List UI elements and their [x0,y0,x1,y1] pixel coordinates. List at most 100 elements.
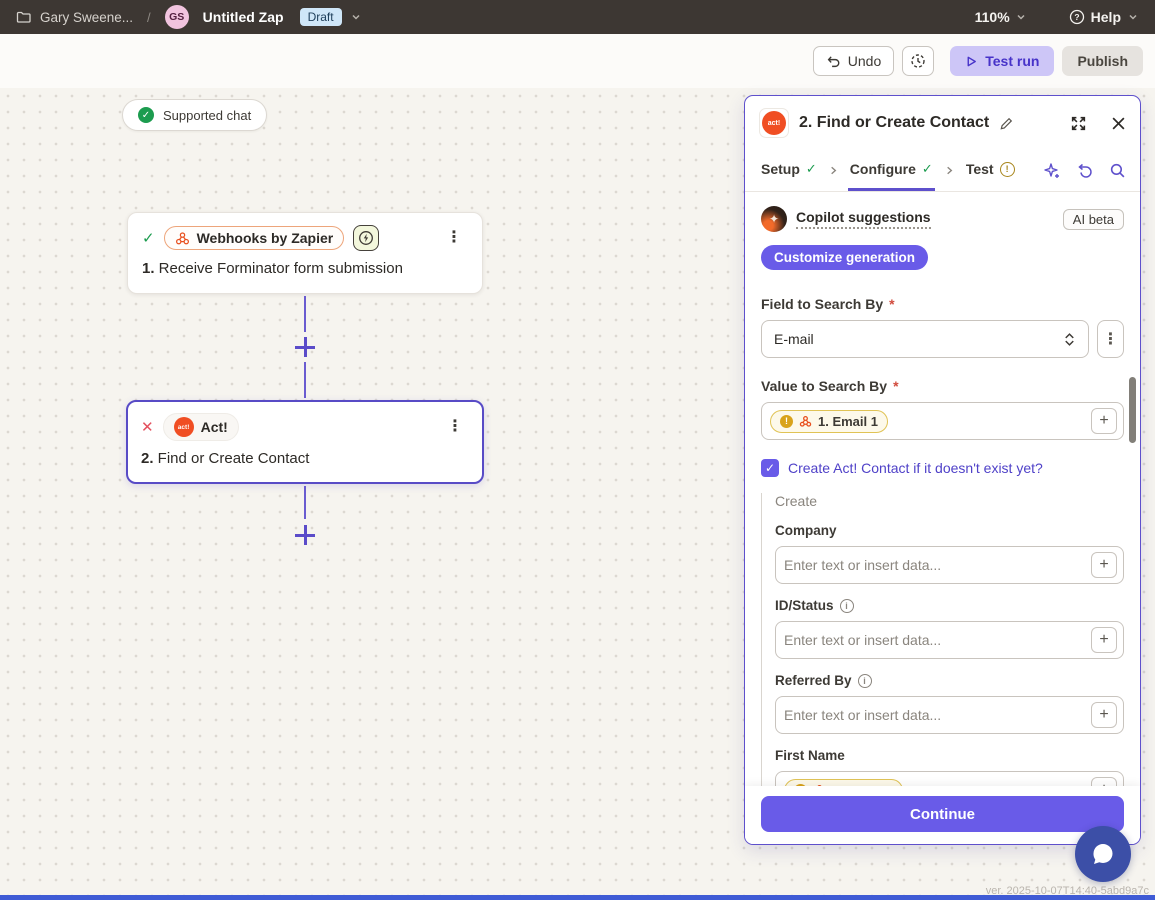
company-text-input[interactable] [784,557,1083,573]
tab-test[interactable]: Test ! [964,150,1017,191]
chat-widget-button[interactable] [1075,826,1131,882]
add-step-button[interactable] [295,525,315,545]
step-config-panel: act! 2. Find or Create Contact Setup ✓ C… [744,95,1141,845]
breadcrumb-folder[interactable]: Gary Sweene... [40,9,134,25]
node-menu-kebab-icon[interactable]: ⋮ [447,418,463,435]
connector-line [304,486,306,519]
step-node-act[interactable]: ✕ act! Act! ⋮ 2. Find or Create Contact [126,400,484,484]
webhook-icon [813,784,826,786]
id-status-label: ID/Status i [775,598,1124,613]
warning-icon: ! [999,161,1015,177]
supported-chat-badge[interactable]: ✓ Supported chat [122,99,268,131]
history-button[interactable] [902,46,935,76]
add-step-button[interactable] [295,337,315,357]
insert-data-plus-button[interactable]: + [1091,408,1117,434]
mapped-field-chip[interactable]: ! 1. Name 1 [784,778,903,787]
editor-toolbar: Undo Test run Publish [812,46,1143,76]
insert-data-plus-button[interactable]: + [1091,702,1117,728]
first-name-input[interactable]: ! 1. Name 1 + [775,771,1124,786]
checkbox-label: Create Act! Contact if it doesn't exist … [788,460,1043,476]
ai-sparkle-icon[interactable] [1043,162,1061,180]
checkbox-checked-icon[interactable]: ✓ [761,459,779,477]
mapped-field-chip[interactable]: ! 1. Email 1 [770,409,888,433]
check-icon: ✓ [805,161,817,176]
step-error-x-icon: ✕ [141,419,154,436]
required-asterisk: * [889,296,895,312]
webhook-icon [175,231,190,246]
chevron-right-icon [944,165,955,176]
create-section-header: Create [775,493,818,509]
step-node-webhooks[interactable]: ✓ Webhooks by Zapier ⋮ 1. Receive Formin… [127,212,483,294]
id-status-text-input[interactable] [784,632,1083,648]
ai-beta-badge: AI beta [1062,208,1124,230]
copilot-suggestions-link[interactable]: Copilot suggestions [796,209,931,229]
referred-by-label: Referred By i [775,673,1124,688]
expand-icon[interactable] [1070,115,1087,132]
panel-scrollbar[interactable] [1129,377,1136,443]
chip-label: 1. Email 1 [818,413,878,429]
step-title: 2. Find or Create Contact [141,450,310,467]
id-status-input[interactable]: + [775,621,1124,659]
help-menu[interactable]: ? Help [1069,9,1139,25]
chevron-down-icon [1127,11,1139,23]
copilot-icon: ✦ [761,206,787,232]
check-circle-icon: ✓ [138,107,154,123]
app-pill-act[interactable]: act! Act! [162,413,239,441]
timer-icon [910,53,926,69]
draft-badge: Draft [299,8,342,26]
undo-label: Undo [847,53,882,69]
check-icon: ✓ [921,161,933,176]
instant-trigger-icon[interactable] [353,225,380,251]
bottom-accent-bar [0,895,1155,900]
field-to-search-label: Field to Search By* [761,296,895,312]
question-circle-icon: ? [1069,9,1085,25]
act-logo-icon: act! [762,111,786,135]
svg-text:?: ? [1074,12,1079,22]
company-input[interactable]: + [775,546,1124,584]
continue-button[interactable]: Continue [761,796,1124,832]
chevron-down-icon[interactable] [350,11,362,23]
create-section: Create Company + ID/Status i + [761,493,1124,786]
act-logo-container: act! [759,108,789,138]
insert-data-plus-button[interactable]: + [1091,627,1117,653]
zap-title[interactable]: Untitled Zap [202,9,284,25]
referred-by-input[interactable]: + [775,696,1124,734]
panel-header: act! 2. Find or Create Contact [745,96,1140,150]
chip-label: 1. Name 1 [832,783,893,787]
warning-dot-icon: ! [794,783,807,786]
info-icon[interactable]: i [839,598,854,613]
webhook-icon [799,415,812,428]
insert-data-plus-button[interactable]: + [1091,777,1117,786]
tab-setup[interactable]: Setup ✓ [761,161,817,177]
folder-icon [16,9,32,25]
node-menu-kebab-icon[interactable]: ⋮ [446,229,462,246]
act-logo-icon: act! [173,417,194,437]
app-pill-webhooks[interactable]: Webhooks by Zapier [163,226,345,250]
publish-label: Publish [1077,53,1128,69]
panel-title: 2. Find or Create Contact [799,114,990,131]
updown-chevron-icon [1063,332,1076,347]
customize-generation-button[interactable]: Customize generation [761,245,929,270]
edit-pencil-icon[interactable] [999,116,1014,131]
field-options-kebab-icon[interactable]: ⋮ [1097,320,1124,358]
create-contact-checkbox-row[interactable]: ✓ Create Act! Contact if it doesn't exis… [761,459,1124,477]
undo-icon [826,54,841,69]
step-title: 1. Receive Forminator form submission [142,260,403,277]
field-to-search-select[interactable]: E-mail [761,320,1089,358]
help-label: Help [1090,9,1121,25]
info-icon[interactable]: i [857,673,872,688]
insert-data-plus-button[interactable]: + [1091,552,1117,578]
refresh-icon[interactable] [1076,162,1094,180]
search-icon[interactable] [1109,162,1126,179]
value-to-search-input[interactable]: ! 1. Email 1 + [761,402,1124,440]
chevron-down-icon [1015,11,1027,23]
zoom-level-control[interactable]: 110% [975,9,1027,25]
play-icon [965,55,978,68]
required-asterisk: * [893,378,899,394]
referred-by-text-input[interactable] [784,707,1083,723]
publish-button[interactable]: Publish [1062,46,1143,76]
undo-button[interactable]: Undo [812,46,895,76]
close-icon[interactable] [1111,116,1126,131]
tab-configure[interactable]: Configure ✓ [847,150,935,191]
test-run-button[interactable]: Test run [950,46,1055,76]
